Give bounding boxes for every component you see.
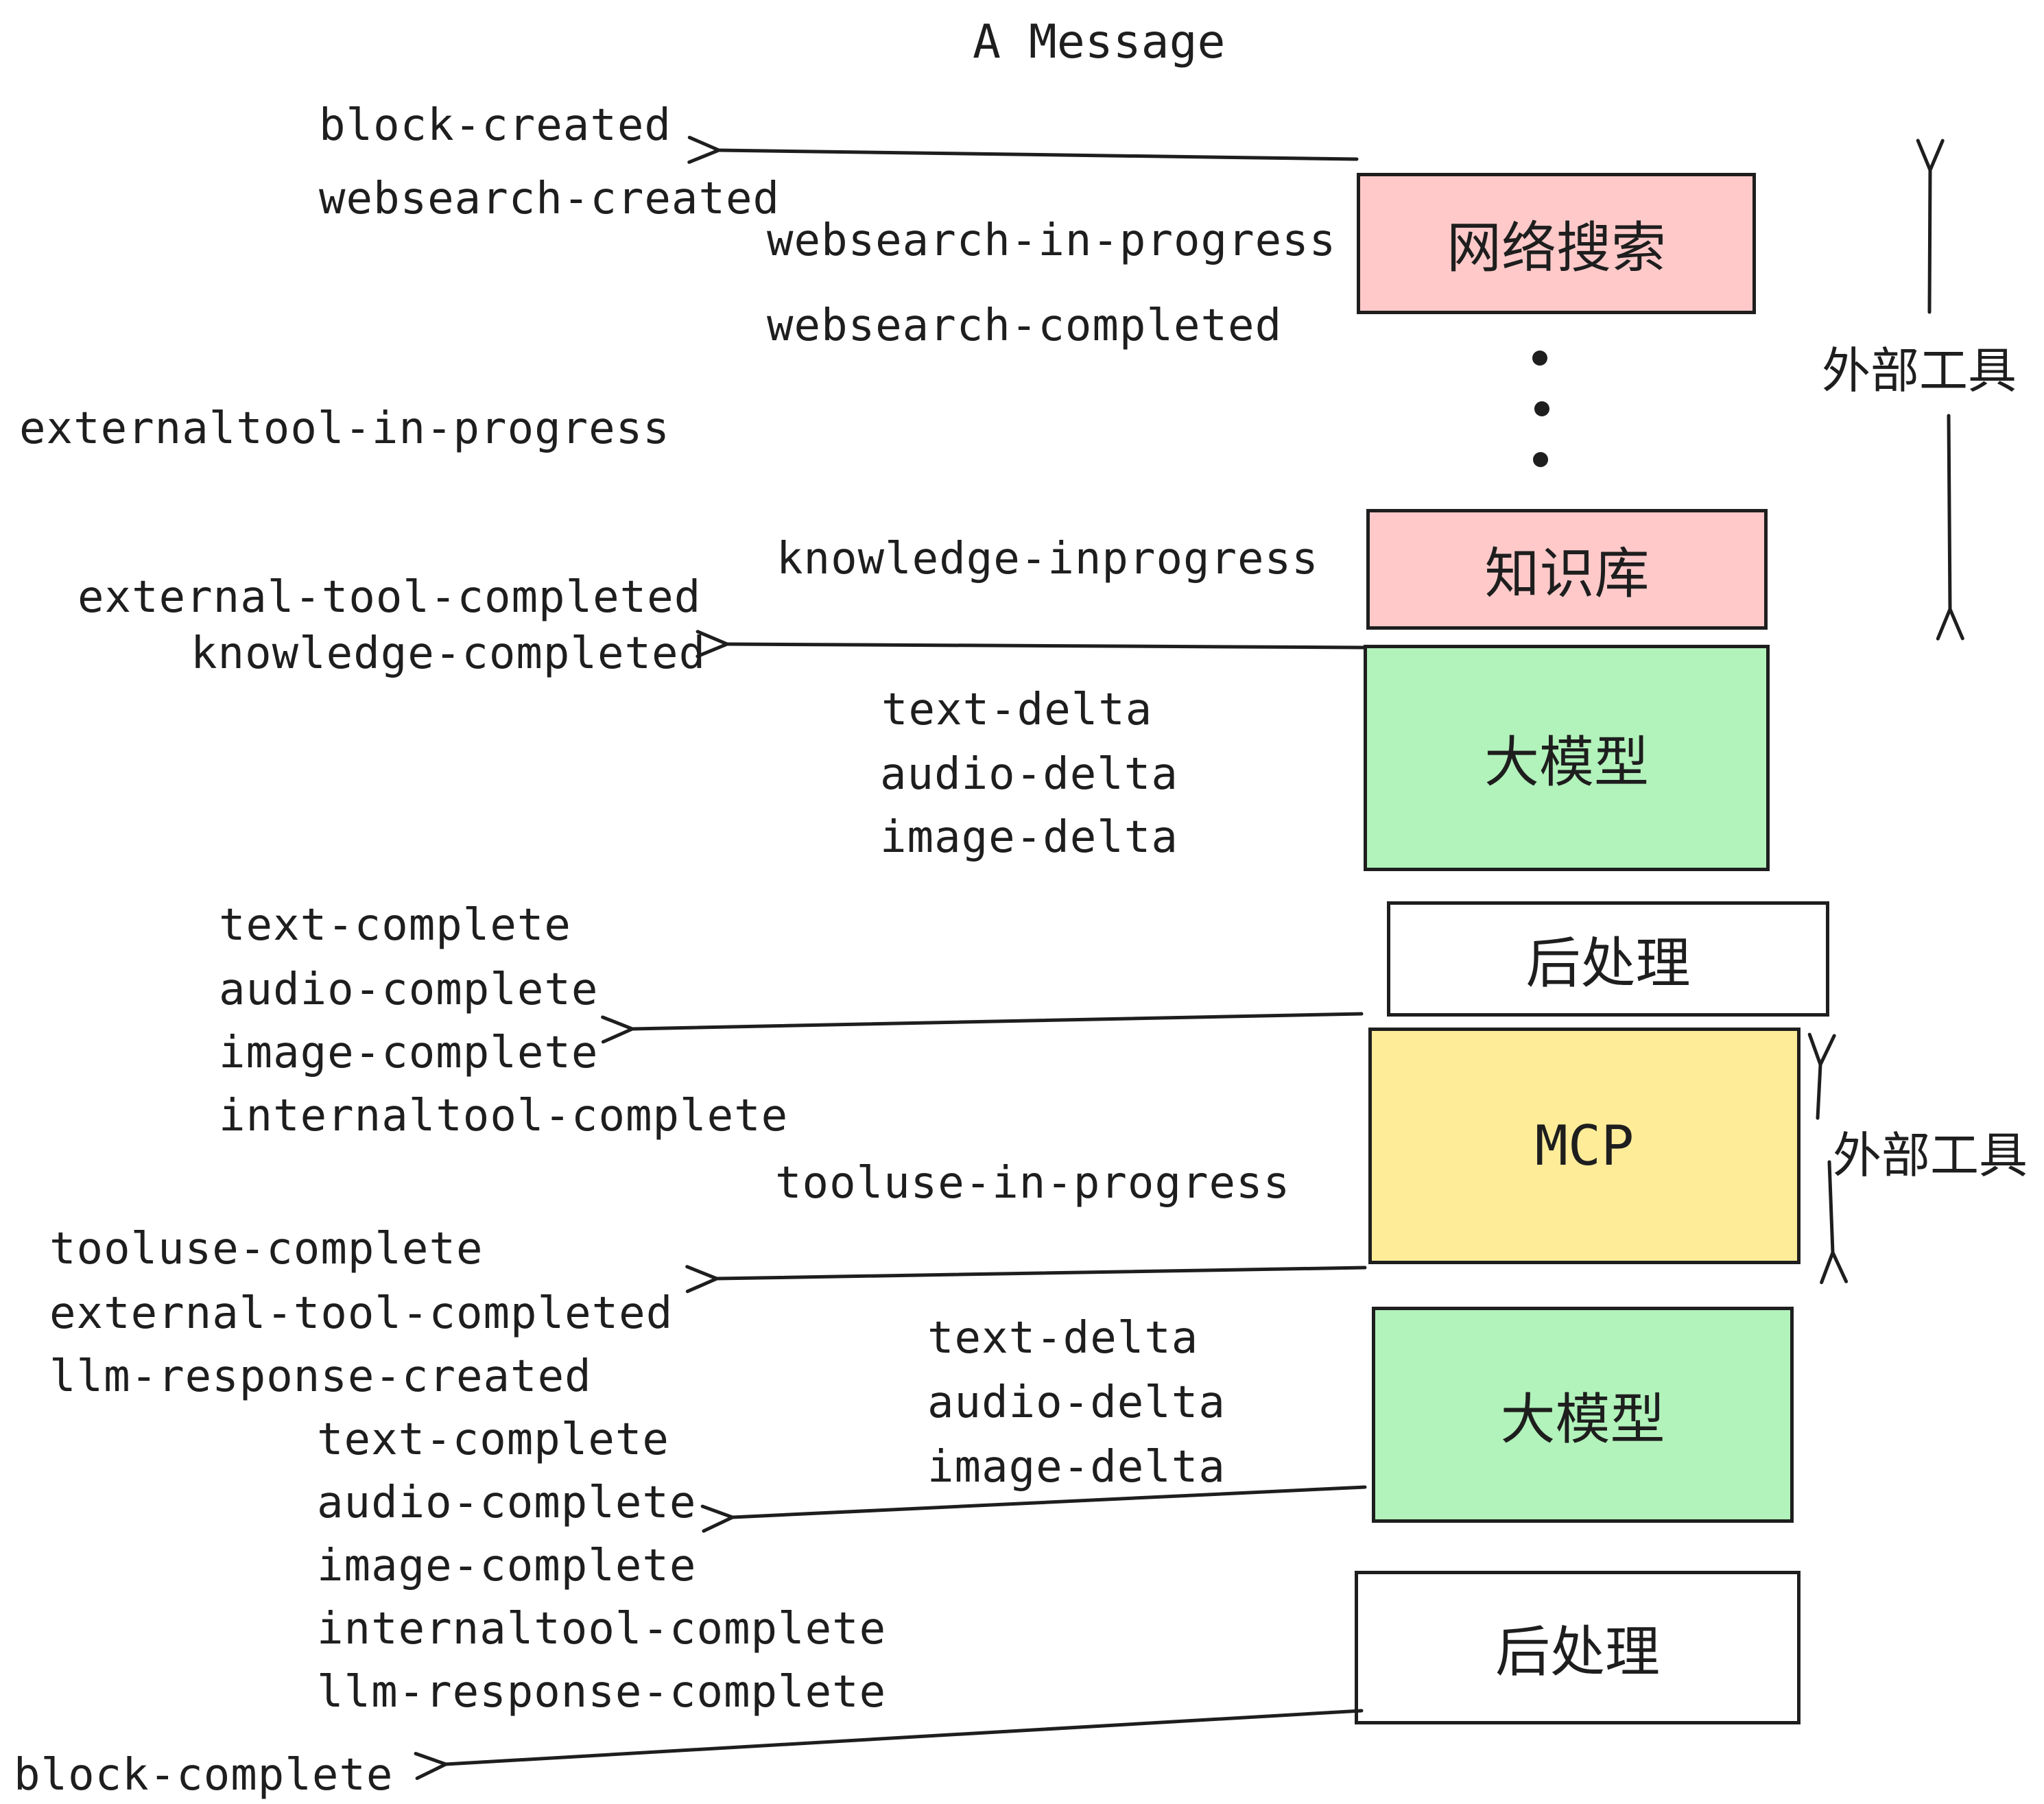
event-label-tooluse-in-progress: tooluse-in-progress (775, 1158, 1291, 1209)
event-label-websearch-in-progress: websearch-in-progress (767, 215, 1337, 266)
external-tools-label-2: 外部工具 (1833, 1127, 2028, 1184)
box-llm-1: 大模型 (1364, 645, 1770, 871)
event-label-tooluse-complete: tooluse-complete (49, 1224, 484, 1274)
external-tools-arrow-up-1 (1929, 170, 1930, 314)
event-label-image-complete-1: image-complete (219, 1028, 599, 1078)
event-label-audio-delta-2: audio-delta (927, 1377, 1226, 1428)
external-tools-label-1: 外部工具 (1822, 342, 2017, 399)
event-label-text-delta-2: text-delta (927, 1313, 1199, 1364)
event-label-externaltool-in-progress: externaltool-in-progress (19, 403, 670, 454)
event-label-audio-delta-1: audio-delta (880, 749, 1178, 800)
box-mcp: MCP (1368, 1028, 1801, 1264)
event-label-llm-response-created: llm-response-created (49, 1351, 592, 1402)
event-label-image-delta-2: image-delta (927, 1442, 1226, 1493)
box-web-search: 网络搜索 (1357, 173, 1756, 314)
event-label-block-created: block-created (319, 100, 672, 151)
event-label-llm-response-complete: llm-response-complete (317, 1667, 887, 1718)
external-tools-arrow-up-2 (1818, 1065, 1820, 1120)
arrow-knowledge-completed (727, 644, 1367, 648)
event-label-image-delta-1: image-delta (880, 812, 1178, 863)
event-label-image-complete-2: image-complete (317, 1541, 697, 1591)
event-label-websearch-created: websearch-created (319, 174, 781, 224)
external-tools-arrow-down-1 (1949, 414, 1950, 609)
event-label-knowledge-inprogress: knowledge-inprogress (776, 534, 1319, 584)
arrow-websearch-created (719, 150, 1359, 159)
box-postprocess-2: 后处理 (1355, 1571, 1801, 1724)
box-postprocess-1: 后处理 (1387, 901, 1829, 1017)
event-label-text-complete-1: text-complete (219, 900, 571, 951)
arrow-block-complete (446, 1709, 1364, 1764)
diagram-title: A Message (973, 15, 1226, 69)
event-label-internaltool-complete-2: internaltool-complete (317, 1604, 887, 1654)
arrow-image-complete (632, 1012, 1364, 1029)
event-label-block-complete: block-complete (14, 1750, 394, 1801)
event-label-audio-complete-2: audio-complete (317, 1477, 697, 1528)
event-label-text-delta-1: text-delta (881, 685, 1153, 735)
box-llm-2: 大模型 (1372, 1307, 1794, 1523)
ellipsis-dot-2 (1534, 401, 1549, 416)
ellipsis-dot-1 (1532, 351, 1547, 366)
event-label-websearch-completed: websearch-completed (767, 300, 1283, 351)
event-label-internaltool-complete-1: internaltool-complete (219, 1091, 789, 1141)
event-label-knowledge-completed: knowledge-completed (191, 628, 706, 679)
ellipsis-dot-3 (1533, 452, 1548, 467)
event-label-text-complete-2: text-complete (317, 1414, 669, 1465)
event-label-external-tool-completed-2: external-tool-completed (49, 1288, 674, 1339)
event-label-external-tool-completed: external-tool-completed (78, 572, 702, 623)
box-knowledge-base: 知识库 (1366, 509, 1768, 630)
arrow-tooluse-complete (717, 1268, 1367, 1279)
event-label-audio-complete-1: audio-complete (219, 964, 599, 1015)
